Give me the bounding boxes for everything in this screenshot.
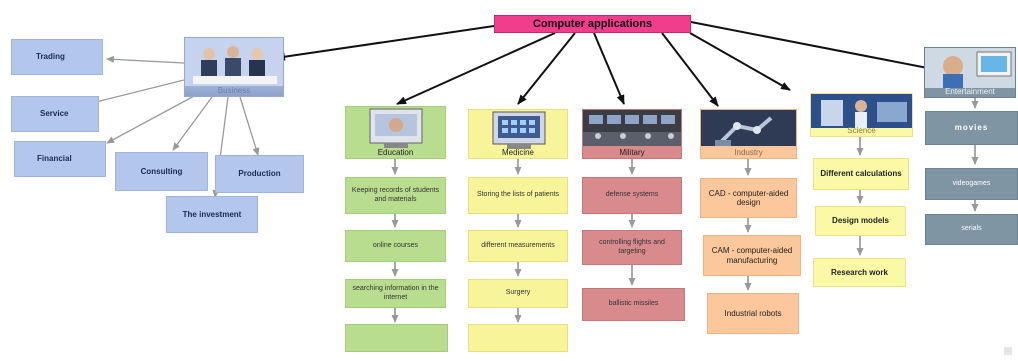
entertainment-item-3[interactable]: serials bbox=[925, 214, 1018, 245]
medicine-label: Medicine bbox=[501, 148, 534, 157]
link-root-military bbox=[593, 32, 625, 105]
military-image-node[interactable]: Military bbox=[582, 109, 682, 159]
entertainment-item-2[interactable]: videogames bbox=[925, 168, 1018, 200]
control-room-icon bbox=[583, 110, 681, 146]
entertainment-image-node[interactable]: Entertainment bbox=[924, 47, 1016, 98]
industry-item-2[interactable]: CAM - computer-aided manufacturing bbox=[703, 235, 801, 276]
business-investment[interactable]: The investment bbox=[166, 196, 258, 233]
link-business-consulting bbox=[172, 96, 213, 151]
education-item-1[interactable]: Keeping records of students and material… bbox=[345, 177, 446, 214]
entertainment-item-1[interactable]: movies bbox=[925, 111, 1018, 145]
business-production[interactable]: Production bbox=[215, 155, 304, 193]
link-root-entertainment bbox=[690, 21, 939, 73]
link-business-production bbox=[239, 96, 260, 156]
root-connectors bbox=[275, 21, 939, 107]
root-node[interactable]: Computer applications bbox=[494, 15, 691, 33]
medicine-image-node[interactable]: Medicine bbox=[468, 109, 568, 159]
medicine-item-3[interactable]: Surgery bbox=[468, 279, 568, 308]
business-consulting[interactable]: Consulting bbox=[115, 152, 208, 191]
link-business-financial bbox=[106, 94, 197, 144]
laboratory-icon bbox=[811, 94, 912, 128]
medicine-item-1[interactable]: Storing the lists of patients bbox=[468, 177, 568, 214]
education-item-4[interactable] bbox=[345, 324, 448, 352]
military-item-3[interactable]: ballistic missiles bbox=[582, 288, 685, 321]
entertainment-label: Entertainment bbox=[945, 87, 995, 96]
link-root-medicine bbox=[517, 32, 576, 105]
education-item-3[interactable]: searching information in the internet bbox=[345, 279, 446, 308]
business-trading[interactable]: Trading bbox=[11, 39, 103, 75]
industry-item-3[interactable]: Industrial robots bbox=[707, 293, 799, 334]
link-business-service bbox=[87, 79, 185, 106]
medicine-item-2[interactable]: different measurements bbox=[468, 230, 568, 262]
child-at-computer-icon bbox=[925, 48, 1015, 88]
business-financial[interactable]: Financial bbox=[14, 141, 106, 177]
industry-image-node[interactable]: Industry bbox=[700, 109, 797, 159]
business-label: Business bbox=[217, 86, 251, 95]
education-item-2[interactable]: online courses bbox=[345, 230, 446, 262]
medicine-item-4[interactable] bbox=[468, 324, 568, 352]
business-service[interactable]: Service bbox=[11, 96, 99, 132]
industry-label: Industry bbox=[734, 148, 763, 157]
science-item-2[interactable]: Design models bbox=[815, 206, 906, 236]
military-label: Military bbox=[619, 148, 645, 157]
computer-monitor-icon bbox=[369, 108, 423, 148]
business-people-icon bbox=[185, 38, 283, 86]
link-root-business bbox=[275, 25, 495, 61]
science-label: Science bbox=[847, 126, 876, 135]
column-connectors bbox=[391, 98, 979, 323]
business-image-node[interactable]: Business bbox=[184, 37, 284, 97]
link-root-education bbox=[396, 32, 556, 105]
military-item-2[interactable]: controlling flights and targeting bbox=[582, 230, 682, 265]
military-item-1[interactable]: defense systems bbox=[582, 177, 682, 214]
education-label: Education bbox=[377, 148, 414, 157]
science-item-1[interactable]: Different calculations bbox=[813, 158, 909, 190]
robot-arm-icon bbox=[701, 110, 796, 146]
education-image-node[interactable]: Education bbox=[345, 106, 446, 159]
medical-computer-icon bbox=[492, 111, 546, 149]
science-item-3[interactable]: Research work bbox=[813, 258, 906, 287]
link-business-trading bbox=[106, 55, 185, 64]
resize-handle-icon bbox=[1004, 347, 1012, 355]
science-image-node[interactable]: Science bbox=[810, 93, 913, 137]
link-root-industry bbox=[661, 32, 719, 107]
link-root-science bbox=[689, 32, 791, 91]
industry-item-1[interactable]: CAD - computer-aided design bbox=[700, 178, 797, 218]
